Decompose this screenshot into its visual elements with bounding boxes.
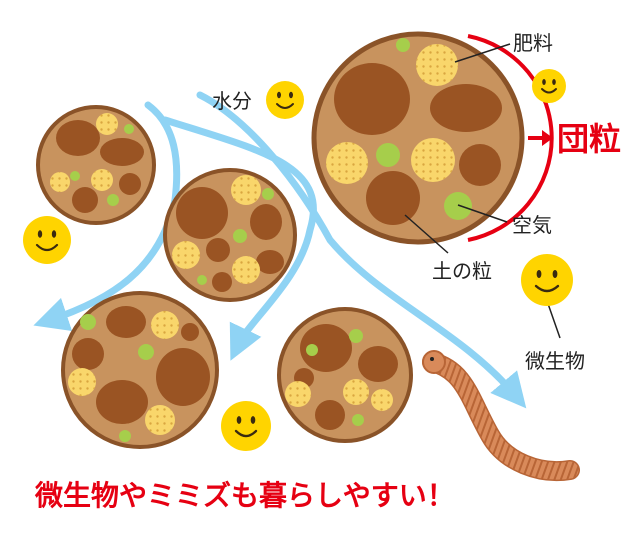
- soil-particle: [300, 324, 352, 372]
- earthworm-icon: [422, 350, 580, 481]
- soil-particle: [366, 171, 420, 225]
- air-pocket: [262, 188, 274, 200]
- soil-particle: [206, 238, 230, 262]
- label-microbes: 微生物: [525, 349, 585, 373]
- soil-particle: [106, 306, 146, 338]
- earthworm-eye: [430, 357, 434, 361]
- smiley-face-icon: [532, 69, 566, 103]
- label-fertilizer: 肥料: [513, 31, 553, 55]
- aggregate-arrow-icon: [542, 130, 553, 146]
- smiley-face-icon: [521, 254, 573, 306]
- soil-particle: [212, 272, 232, 292]
- soil-particle: [250, 204, 282, 240]
- soil-particle: [176, 187, 228, 239]
- label-soil-particle: 土の粒: [432, 259, 492, 283]
- label-air: 空気: [512, 213, 552, 237]
- smiley-face-icon: [221, 401, 271, 451]
- label-aggregate: 団粒: [557, 120, 621, 158]
- air-pocket: [80, 314, 96, 330]
- soil-particle: [358, 346, 398, 382]
- air-pocket: [444, 192, 472, 220]
- air-pocket: [124, 124, 134, 134]
- soil-particle: [96, 380, 148, 424]
- soil-particle: [56, 120, 100, 156]
- soil-particle: [181, 323, 199, 341]
- soil-particle: [315, 400, 345, 430]
- air-pocket: [349, 329, 363, 343]
- aggregate-indicator: [467, 34, 554, 242]
- soil-particle: [119, 173, 141, 195]
- air-pocket: [119, 430, 131, 442]
- soil-crumb: [163, 168, 297, 302]
- soil-particle: [72, 187, 98, 213]
- caption: 微生物やミミズも暮らしやすい！: [34, 479, 455, 512]
- soil-particle: [156, 348, 210, 406]
- air-pocket: [107, 194, 119, 206]
- soil-particle: [100, 138, 144, 166]
- water-arrow-icon: [196, 91, 527, 409]
- label-water: 水分: [212, 89, 252, 113]
- air-pocket: [138, 344, 154, 360]
- soil-particle: [256, 250, 284, 274]
- air-pocket: [70, 171, 80, 181]
- air-pocket: [396, 38, 410, 52]
- soil-crumb: [61, 291, 219, 449]
- soil-crumb: [277, 307, 413, 443]
- air-pocket: [233, 229, 247, 243]
- air-pocket: [376, 143, 400, 167]
- smiley-face-icon: [23, 216, 71, 264]
- soil-crumb: [36, 105, 156, 225]
- soil-particle: [72, 338, 104, 370]
- soil-particle: [430, 84, 502, 132]
- water-arrow-icon: [161, 116, 317, 361]
- soil-particle: [459, 144, 501, 186]
- air-pocket: [197, 275, 207, 285]
- air-pocket: [306, 344, 318, 356]
- soil-particle: [334, 63, 410, 135]
- soil-crumb-large: [311, 31, 525, 245]
- air-pocket: [352, 414, 364, 426]
- smiley-face-icon: [266, 81, 304, 119]
